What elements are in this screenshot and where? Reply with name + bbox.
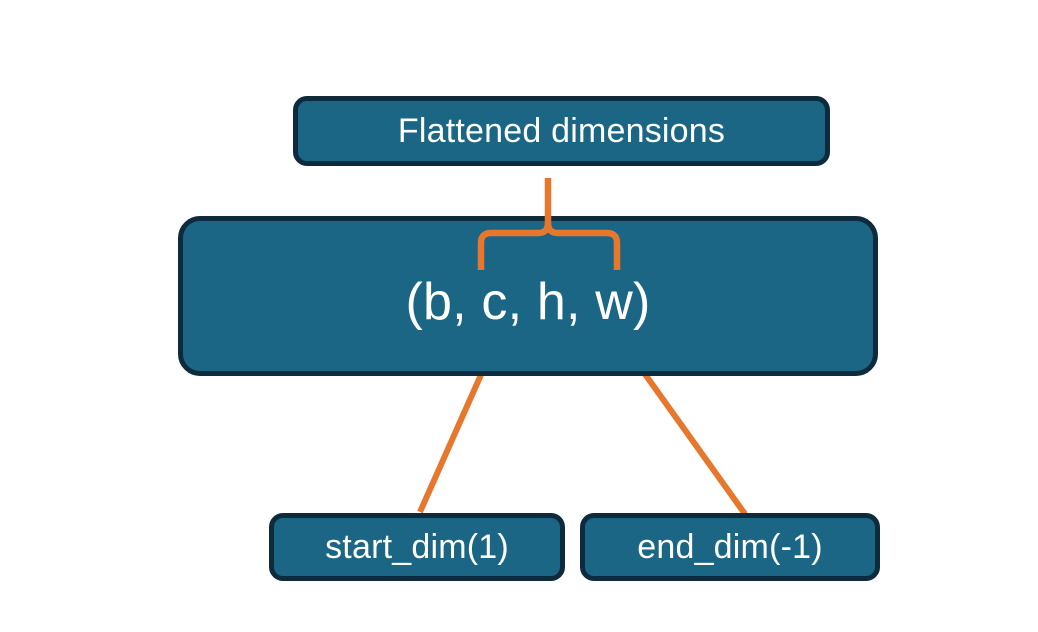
- tensor-shape-box[interactable]: (b, c, h, w): [178, 216, 878, 376]
- start-dim-box[interactable]: start_dim(1): [269, 513, 565, 581]
- tensor-shape-label: (b, c, h, w): [405, 273, 651, 331]
- flattened-dimensions-label: Flattened dimensions: [397, 111, 726, 150]
- flattened-dimensions-box[interactable]: Flattened dimensions: [293, 96, 830, 166]
- end-dim-label: end_dim(-1): [637, 527, 823, 566]
- start-dim-label: start_dim(1): [325, 527, 509, 566]
- end-dim-box[interactable]: end_dim(-1): [580, 513, 880, 581]
